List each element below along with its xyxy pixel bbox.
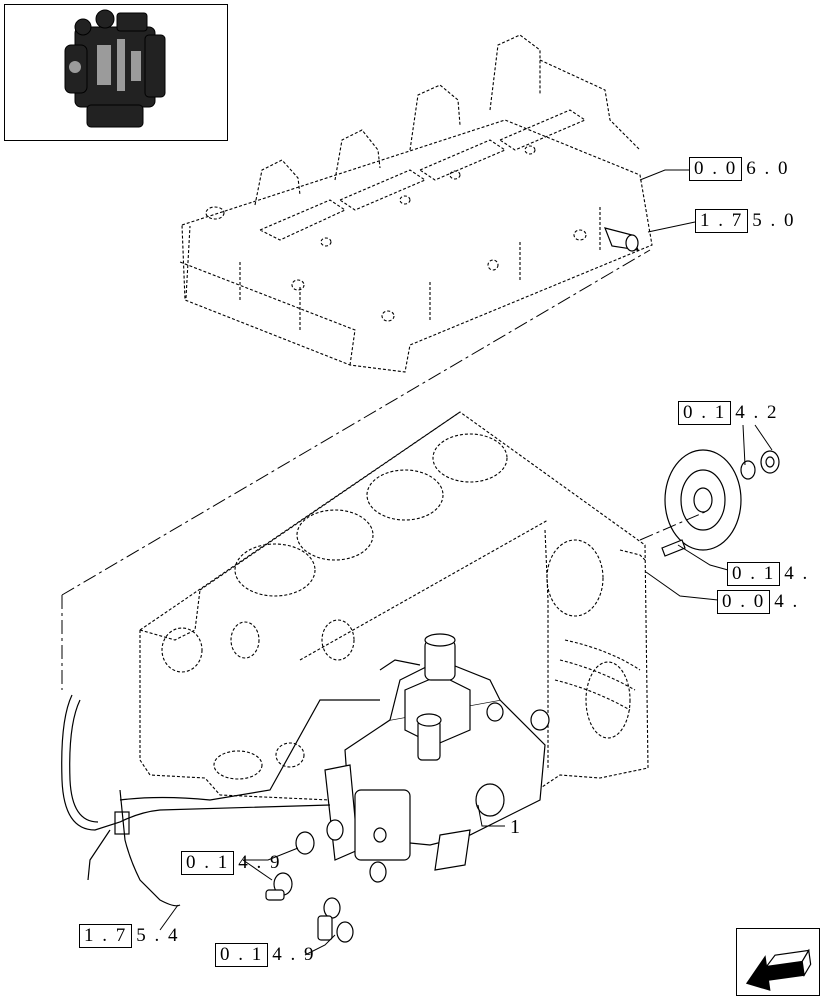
reference-label[interactable]: 0 . 1 4 . 9 <box>215 943 316 967</box>
alignment-lines <box>61 249 706 690</box>
reference-suffix: 4 . 2 <box>735 402 779 423</box>
reference-box[interactable]: 0 . 1 <box>181 851 235 875</box>
leak-off-pipe-drawing <box>61 694 380 907</box>
reference-box[interactable]: 0 . 1 <box>215 943 269 967</box>
reference-suffix: 4 . <box>774 591 800 612</box>
reference-label[interactable]: 1 . 7 5 . 4 <box>79 924 180 948</box>
reference-box[interactable]: 0 . 1 <box>727 562 781 586</box>
reference-label[interactable]: 0 . 0 4 . <box>717 590 799 614</box>
reference-box[interactable]: 1 . 7 <box>79 924 133 948</box>
reference-label[interactable]: 0 . 1 4 . 9 <box>181 851 282 875</box>
engine-thumbnail-icon <box>64 9 166 128</box>
reference-suffix: 4 . 9 <box>272 944 316 965</box>
reference-box[interactable]: 0 . 0 <box>717 590 771 614</box>
damper-pulley-drawing <box>661 449 780 557</box>
cylinder-head-drawing <box>179 34 653 373</box>
reference-suffix: 4 . <box>784 563 810 584</box>
leader-lines <box>159 169 773 956</box>
reference-suffix: 4 . 9 <box>238 852 282 873</box>
engine-overview-thumbnail <box>4 4 228 141</box>
reference-suffix: 5 . 0 <box>752 210 796 231</box>
previous-page-button[interactable] <box>736 928 820 996</box>
reference-box[interactable]: 0 . 1 <box>678 401 732 425</box>
reference-label[interactable]: 0 . 0 6 . 0 <box>689 157 790 181</box>
injection-pump-drawing <box>324 633 550 883</box>
reference-box[interactable]: 0 . 0 <box>689 157 743 181</box>
fittings-drawing <box>265 831 354 943</box>
reference-label[interactable]: 1 . 7 5 . 0 <box>695 209 796 233</box>
reference-suffix: 6 . 0 <box>746 158 790 179</box>
reference-label[interactable]: 0 . 1 4 . <box>727 562 809 586</box>
item-callout: 1 <box>510 816 520 838</box>
reference-suffix: 5 . 4 <box>136 925 180 946</box>
reference-label[interactable]: 0 . 1 4 . 2 <box>678 401 779 425</box>
previous-arrow-icon <box>745 948 812 991</box>
reference-box[interactable]: 1 . 7 <box>695 209 749 233</box>
temperature-sensor-drawing <box>604 227 639 252</box>
